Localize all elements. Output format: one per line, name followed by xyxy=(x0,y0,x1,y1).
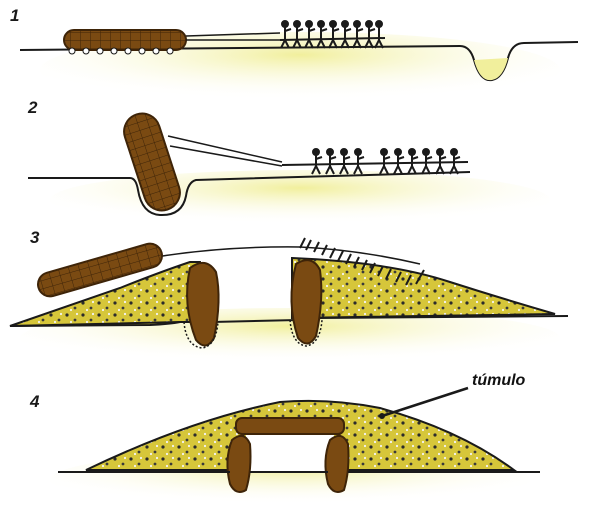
step-3-right-upright xyxy=(291,260,321,343)
step-1-panel xyxy=(20,21,578,108)
step-number-4: 4 xyxy=(30,392,39,412)
step-number-1: 1 xyxy=(10,6,19,26)
step-1-stone xyxy=(64,30,186,50)
step-2-ropes xyxy=(168,136,282,166)
step-number-3: 3 xyxy=(30,228,39,248)
step-4-capstone xyxy=(236,418,344,434)
tumulus-label: túmulo xyxy=(472,372,525,390)
callout-pointer xyxy=(382,388,468,416)
step-3-mound-right xyxy=(292,258,555,318)
step-4-right-upright xyxy=(325,436,348,492)
step-2-panel xyxy=(28,109,550,230)
step-4-left-upright xyxy=(227,436,250,492)
step-4-chamber-void xyxy=(246,432,334,472)
step-number-2: 2 xyxy=(28,98,37,118)
step-4-panel xyxy=(50,388,540,510)
callout-pointer-dot xyxy=(379,413,385,419)
step-3-panel xyxy=(10,238,568,368)
